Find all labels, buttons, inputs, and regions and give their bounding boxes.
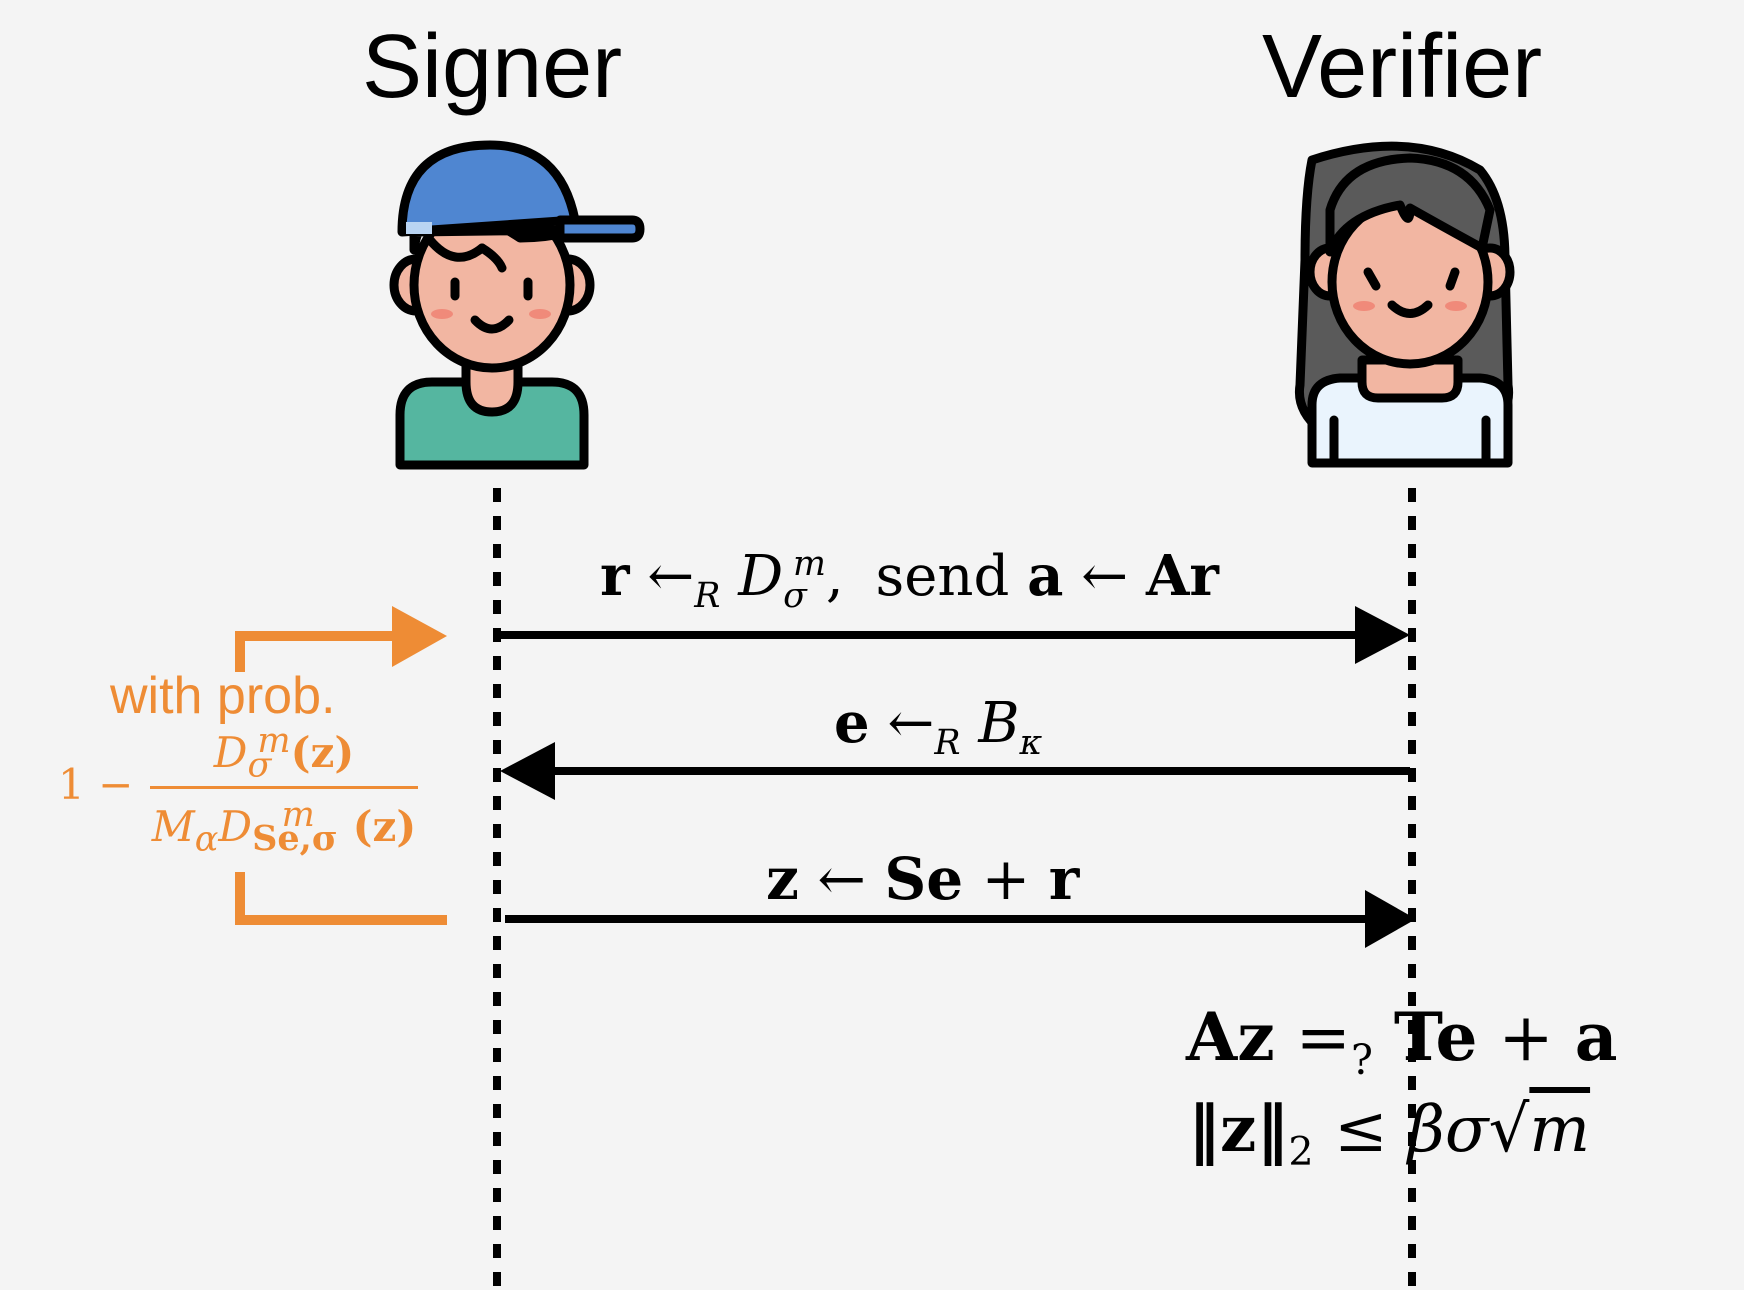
rejection-loop-arrow bbox=[235, 631, 447, 925]
rejection-fraction-denominator: MαDSe,σm(z) bbox=[151, 795, 417, 860]
verifier-name: Verifier bbox=[1262, 17, 1543, 117]
rejection-fraction-numerator: Dσm(z) bbox=[213, 721, 355, 786]
rejection-fraction-bar bbox=[150, 786, 418, 789]
message-arrow-commit bbox=[500, 606, 1410, 664]
girl-avatar-icon bbox=[1294, 141, 1515, 468]
boy-cap-avatar-icon bbox=[389, 140, 645, 470]
message-challenge-label: e ←R Bκ bbox=[834, 690, 1043, 764]
verification-equation-1: Az =? Te + a bbox=[1186, 998, 1618, 1085]
signer-name: Signer bbox=[362, 17, 623, 117]
message-arrow-response bbox=[505, 890, 1416, 948]
rejection-loop-arrowhead bbox=[392, 606, 447, 667]
message-arrow-challenge bbox=[500, 742, 1410, 800]
message-response-label: z ← Se + r bbox=[766, 845, 1080, 913]
verification-equation-2: ‖z‖2 ≤ βσ√m bbox=[1188, 1092, 1591, 1175]
rejection-one-minus: 1 − bbox=[58, 760, 134, 809]
rejection-probability-label: with prob. bbox=[110, 667, 336, 725]
message-commit-label: r ←R Dσm, send a ← Ar bbox=[600, 543, 1219, 617]
